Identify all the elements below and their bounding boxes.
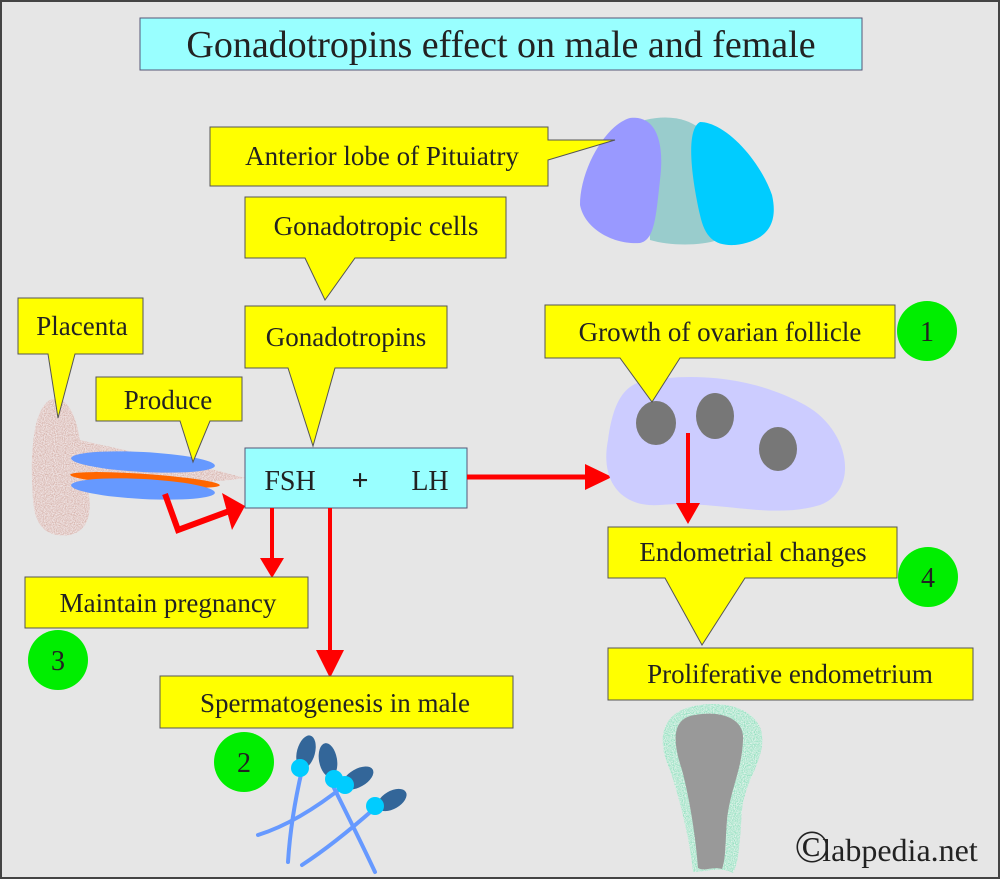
step-4-badge: 4	[898, 547, 958, 607]
svg-text:2: 2	[237, 748, 251, 779]
callout-placenta: Placenta	[17, 297, 144, 419]
callout-anterior-lobe: Anterior lobe of Pituiatry	[209, 126, 616, 187]
step-3-badge: 3	[28, 630, 88, 690]
svg-text:Endometrial changes: Endometrial changes	[639, 537, 866, 567]
follicle	[759, 427, 797, 471]
sperm-illustration	[256, 735, 407, 874]
fsh-lh-box: FSH + LH	[244, 447, 468, 509]
svg-text:1: 1	[920, 317, 934, 348]
proliferative-endometrium-box: Proliferative endometrium	[607, 647, 974, 701]
callout-endometrial-changes: Endometrial changes	[607, 526, 898, 646]
svg-text:Spermatogenesis in male: Spermatogenesis in male	[200, 688, 470, 718]
svg-text:Produce: Produce	[124, 385, 212, 415]
plus-sign: +	[351, 464, 368, 497]
title-box: Gonadotropins effect on male and female	[139, 17, 863, 71]
svg-text:Maintain pregnancy: Maintain pregnancy	[60, 588, 277, 618]
labpedia-watermark: © labpedia.net	[795, 821, 978, 872]
step-2-badge: 2	[214, 732, 274, 792]
placenta-illustration	[31, 399, 245, 536]
callout-growth-follicle: Growth of ovarian follicle	[544, 304, 896, 403]
step-1-badge: 1	[897, 301, 957, 361]
svg-text:Placenta: Placenta	[36, 311, 127, 341]
svg-text:labpedia.net: labpedia.net	[822, 832, 978, 868]
bent-arrow-head	[222, 493, 245, 530]
callout-gonadotropins: Gonadotropins	[244, 305, 448, 448]
pituitary-illustration	[580, 117, 774, 246]
follicle	[696, 393, 734, 439]
arrows	[162, 464, 612, 678]
endometrium-illustration	[662, 704, 763, 873]
ovary-illustration	[606, 376, 846, 524]
callout-gonadotropic-cells: Gonadotropic cells	[244, 196, 507, 301]
title: Gonadotropins effect on male and female	[186, 24, 815, 66]
svg-text:©: ©	[795, 821, 830, 872]
svg-text:Proliferative endometrium: Proliferative endometrium	[647, 659, 933, 689]
svg-text:Growth of ovarian follicle: Growth of ovarian follicle	[579, 317, 862, 347]
maintain-pregnancy-box: Maintain pregnancy	[24, 576, 309, 629]
lh-label: LH	[411, 466, 448, 497]
svg-text:Gonadotropic cells: Gonadotropic cells	[274, 211, 479, 241]
svg-text:Anterior lobe of Pituiatry: Anterior lobe of Pituiatry	[245, 141, 519, 171]
svg-text:3: 3	[51, 646, 65, 677]
spermatogenesis-box: Spermatogenesis in male	[159, 675, 514, 729]
follicle	[636, 401, 676, 445]
svg-text:4: 4	[921, 563, 935, 594]
fsh-label: FSH	[264, 466, 315, 497]
callout-produce: Produce	[95, 376, 243, 464]
bent-arrow	[162, 492, 234, 534]
svg-text:Gonadotropins: Gonadotropins	[266, 322, 426, 352]
